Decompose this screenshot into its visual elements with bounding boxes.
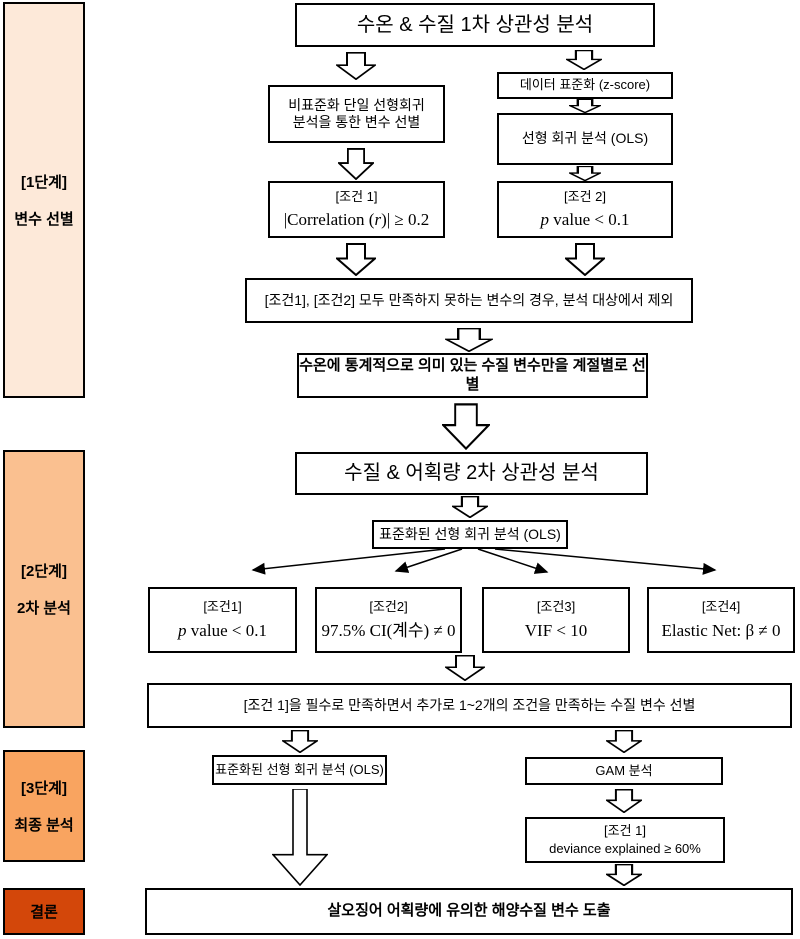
stage2-label-line2: 2차 분석 <box>17 600 71 617</box>
sidebar-stage-2: [2단계] 2차 분석 <box>3 450 85 728</box>
condition1-box: [조건 1] |Correlation (r)| ≥ 0.2 <box>268 181 445 238</box>
sidebar-stage-1: [1단계] 변수 선별 <box>3 2 85 398</box>
stage2-condition2-label: [조건2] <box>369 599 408 615</box>
ols-regression-box: 선형 회귀 분석 (OLS) <box>497 113 673 165</box>
seasonal-selection-box: 수온에 통계적으로 의미 있는 수질 변수만을 계절별로 선별 <box>297 353 648 398</box>
unstd-line1: 비표준화 단일 선형회귀 <box>288 96 425 113</box>
stage2-label-line1: [2단계] <box>21 563 67 580</box>
down-arrow-icon <box>606 864 642 886</box>
stage2-condition4-box: [조건4] Elastic Net: β ≠ 0 <box>647 587 795 653</box>
conclusion-text: 살오징어 어획량에 유의한 해양수질 변수 도출 <box>327 902 611 920</box>
stage3-label-line1: [3단계] <box>21 780 67 797</box>
zscore-label: 데이터 표준화 (z-score) <box>519 77 651 93</box>
secondary-correlation-title: 수질 & 어획량 2차 상관성 분석 <box>344 462 599 484</box>
condition2-label: [조건 2] <box>564 188 606 204</box>
final-ols-label: 표준화된 선형 회귀 분석 (OLS) <box>215 761 384 777</box>
ols1-label: 선형 회귀 분석 (OLS) <box>521 130 649 147</box>
sidebar-conclusion: 결론 <box>3 888 85 935</box>
gam-analysis-box: GAM 분석 <box>525 757 723 785</box>
down-arrow-icon <box>606 730 642 753</box>
stage1-label-line1: [1단계] <box>21 174 67 191</box>
down-arrow-icon <box>569 166 601 181</box>
conclusion-box: 살오징어 어획량에 유의한 해양수질 변수 도출 <box>145 888 793 935</box>
down-arrow-icon <box>606 789 642 813</box>
down-arrow-icon <box>338 148 374 180</box>
down-arrow-icon <box>442 403 490 450</box>
final-variable-selection-box: [조건 1]을 필수로 만족하면서 추가로 1~2개의 조건을 만족하는 수질 … <box>147 683 792 728</box>
stage2-condition3-formula: VIF < 10 <box>524 620 588 640</box>
stage1-label-line2: 변수 선별 <box>14 211 74 228</box>
primary-correlation-box: 수온 & 수질 1차 상관성 분석 <box>295 3 655 47</box>
stage2-condition4-label: [조건4] <box>701 599 741 615</box>
final-ols-box: 표준화된 선형 회귀 분석 (OLS) <box>212 755 387 785</box>
fan-arrows <box>251 548 717 575</box>
gam-condition-box: [조건 1] deviance explained ≥ 60% <box>525 817 725 863</box>
down-arrow-icon <box>566 50 602 70</box>
condition2-formula: p value < 0.1 <box>540 210 630 229</box>
stage3-label-line2: 최종 분석 <box>14 817 74 834</box>
stage2-condition3-label: [조건3] <box>536 599 576 615</box>
stage2-condition1-formula: p value < 0.1 <box>178 620 267 640</box>
down-arrow-icon <box>452 496 488 518</box>
down-arrow-icon <box>565 243 605 276</box>
unstandardized-regression-box: 비표준화 단일 선형회귀 분석을 통한 변수 선별 <box>268 85 445 143</box>
sidebar-stage-3: [3단계] 최종 분석 <box>3 750 85 862</box>
down-arrow-icon <box>336 243 376 276</box>
seasonal-selection-text: 수온에 통계적으로 의미 있는 수질 변수만을 계절별로 선별 <box>299 356 646 393</box>
stage2-condition4-formula: Elastic Net: β ≠ 0 <box>661 620 781 640</box>
down-arrow-icon <box>569 99 601 113</box>
fan-arrow-4 <box>494 548 717 575</box>
down-arrow-icon <box>445 655 485 681</box>
gam-condition-label: [조건 1] <box>604 823 646 839</box>
fan-arrow-2 <box>394 548 463 573</box>
stage2-condition1-label: [조건1] <box>203 599 242 615</box>
condition1-label: [조건 1] <box>335 188 378 204</box>
standardized-ols-box: 표준화된 선형 회귀 분석 (OLS) <box>372 520 568 549</box>
standardized-ols-label: 표준화된 선형 회귀 분석 (OLS) <box>379 525 561 542</box>
exclusion-text: [조건1], [조건2] 모두 만족하지 못하는 변수의 경우, 분석 대상에서… <box>264 291 674 308</box>
gam-condition-text: deviance explained ≥ 60% <box>549 840 701 856</box>
zscore-standardization-box: 데이터 표준화 (z-score) <box>497 72 673 99</box>
stage2-condition3-box: [조건3] VIF < 10 <box>482 587 630 653</box>
stage2-condition1-box: [조건1] p value < 0.1 <box>148 587 297 653</box>
down-arrow-icon <box>282 730 318 753</box>
long-down-arrow-icon <box>272 789 328 886</box>
fan-arrow-3 <box>477 548 549 574</box>
gam-analysis-label: GAM 분석 <box>595 762 653 778</box>
down-arrow-icon <box>445 328 493 352</box>
exclusion-box: [조건1], [조건2] 모두 만족하지 못하는 변수의 경우, 분석 대상에서… <box>245 278 693 323</box>
primary-correlation-title: 수온 & 수질 1차 상관성 분석 <box>356 13 594 36</box>
condition2-box: [조건 2] p value < 0.1 <box>497 181 673 238</box>
fan-arrow-1 <box>251 548 446 575</box>
condition1-formula: |Correlation (r)| ≥ 0.2 <box>283 210 430 229</box>
stage2-condition2-formula: 97.5% CI(계수) ≠ 0 <box>321 620 456 640</box>
final-variable-selection-text: [조건 1]을 필수로 만족하면서 추가로 1~2개의 조건을 만족하는 수질 … <box>243 696 696 713</box>
conclusion-label: 결론 <box>30 904 58 921</box>
secondary-correlation-box: 수질 & 어획량 2차 상관성 분석 <box>295 452 648 495</box>
down-arrow-icon <box>336 52 376 80</box>
unstd-line2: 분석을 통한 변수 선별 <box>292 114 421 130</box>
stage2-condition2-box: [조건2] 97.5% CI(계수) ≠ 0 <box>315 587 462 653</box>
